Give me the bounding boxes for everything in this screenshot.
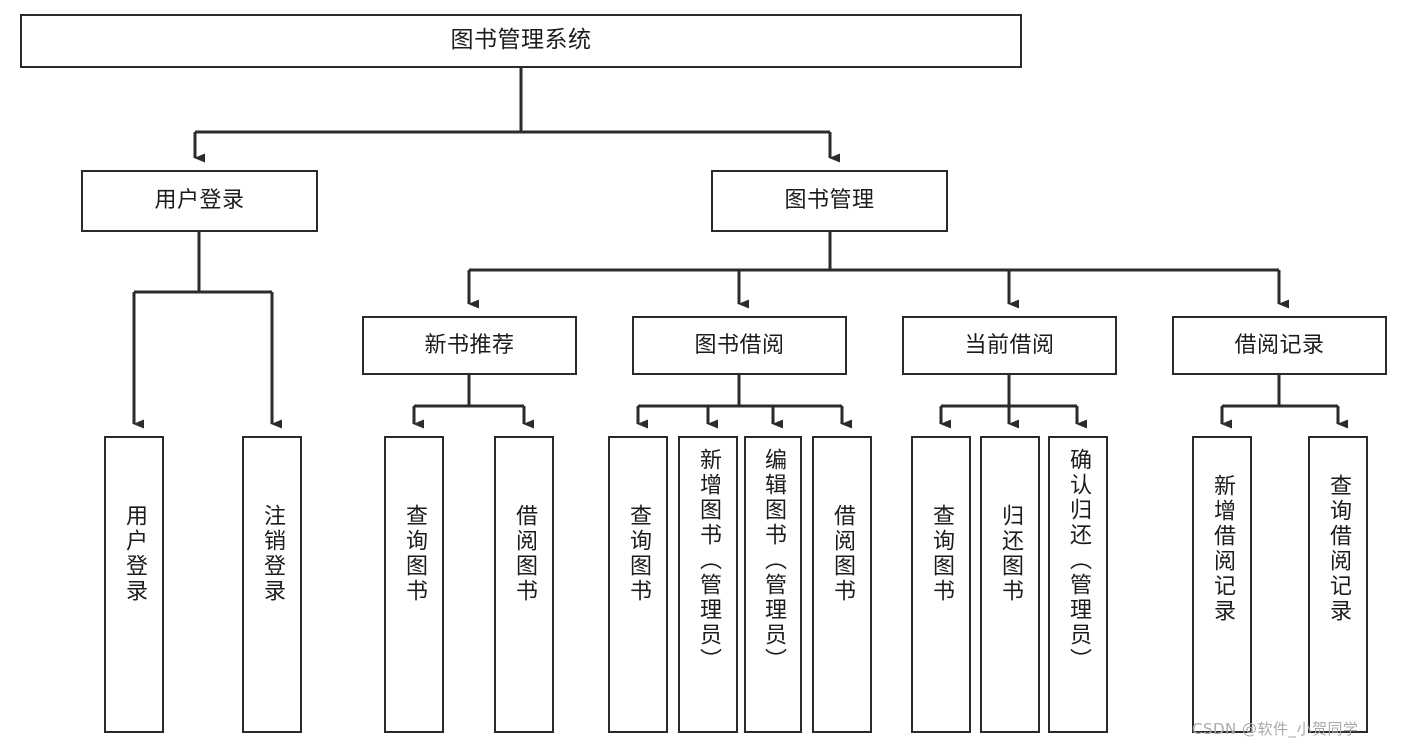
node-label: 借阅记录 [1234, 332, 1325, 358]
leaf-logout-login[interactable]: 注销登录 [242, 436, 302, 733]
edges-bookmanage-to-level3 [467, 232, 1289, 309]
node-new-book-recommend[interactable]: 新书推荐 [362, 316, 577, 375]
node-book-manage[interactable]: 图书管理 [711, 170, 948, 232]
edges-currentborrow-to-leaves [939, 375, 1087, 429]
leaf-confirm-return[interactable]: 确认归还（管理员） [1048, 436, 1108, 733]
node-label: 归还图书 [998, 504, 1023, 604]
node-label: 图书管理 [784, 188, 875, 214]
leaf-borrow-book-1[interactable]: 借阅图书 [494, 436, 554, 733]
leaf-add-record[interactable]: 新增借阅记录 [1192, 436, 1252, 733]
leaf-query-book-3[interactable]: 查询图书 [911, 436, 971, 733]
node-label: 借阅图书 [830, 504, 855, 604]
leaf-user-login[interactable]: 用户登录 [104, 436, 164, 733]
node-root-system[interactable]: 图书管理系统 [20, 14, 1022, 68]
node-label: 查询图书 [929, 504, 954, 604]
edges-newbook-to-leaves [412, 375, 534, 429]
node-label: 查询图书 [626, 504, 651, 604]
edges-bookborrow-to-leaves [636, 375, 852, 429]
node-label: 注销登录 [260, 504, 285, 604]
node-borrow-record[interactable]: 借阅记录 [1172, 316, 1387, 375]
node-label: 用户登录 [122, 504, 147, 604]
node-label: 新增图书（管理员） [696, 448, 721, 673]
node-label: 图书借阅 [694, 332, 785, 358]
node-label: 确认归还（管理员） [1066, 448, 1091, 673]
node-label: 图书管理系统 [450, 27, 592, 54]
node-label: 用户登录 [154, 188, 245, 214]
node-label: 新书推荐 [424, 332, 515, 358]
leaf-return-book[interactable]: 归还图书 [980, 436, 1040, 733]
leaf-query-record[interactable]: 查询借阅记录 [1308, 436, 1368, 733]
node-book-borrow[interactable]: 图书借阅 [632, 316, 847, 375]
edges-borrowrecord-to-leaves [1220, 375, 1348, 429]
node-label: 查询借阅记录 [1326, 474, 1351, 624]
leaf-add-book[interactable]: 新增图书（管理员） [678, 436, 738, 733]
node-label: 新增借阅记录 [1210, 474, 1235, 624]
edges-root-to-level2 [193, 68, 840, 163]
node-label: 编辑图书（管理员） [761, 448, 786, 673]
edges-userlogin-to-leaves [132, 232, 282, 429]
leaf-borrow-book-2[interactable]: 借阅图书 [812, 436, 872, 733]
node-label: 查询图书 [402, 504, 427, 604]
leaf-edit-book[interactable]: 编辑图书（管理员） [744, 436, 802, 733]
node-label: 借阅图书 [512, 504, 537, 604]
node-user-login[interactable]: 用户登录 [81, 170, 318, 232]
node-label: 当前借阅 [964, 332, 1055, 358]
leaf-query-book-1[interactable]: 查询图书 [384, 436, 444, 733]
node-current-borrow[interactable]: 当前借阅 [902, 316, 1117, 375]
leaf-query-book-2[interactable]: 查询图书 [608, 436, 668, 733]
